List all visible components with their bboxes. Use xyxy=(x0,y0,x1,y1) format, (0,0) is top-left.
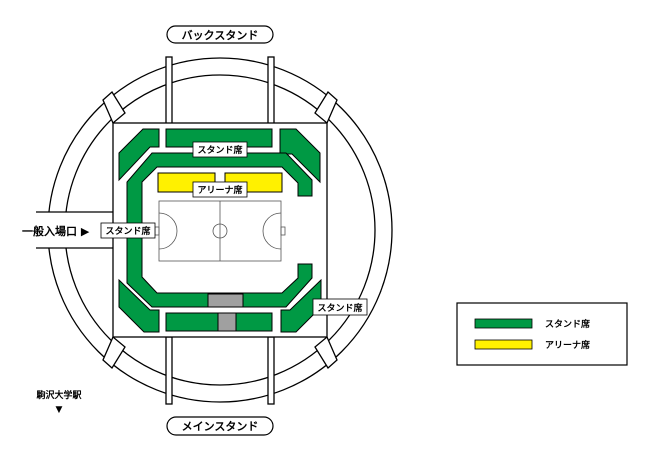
stand-top-left xyxy=(118,128,160,182)
stand-bottom-left xyxy=(118,278,160,333)
stand-left-label: スタンド席 xyxy=(105,225,150,237)
back-stand-title: バックスタンド xyxy=(166,25,274,44)
main-stand-title: メインスタンド xyxy=(166,416,274,436)
aisles xyxy=(207,293,244,332)
legend: スタンド席 アリーナ席 xyxy=(456,302,628,366)
stand-top-label: スタンド席 xyxy=(197,144,242,156)
stand-inner-ring xyxy=(126,152,313,308)
label-stand-right: スタンド席 xyxy=(312,298,368,316)
station-label: 駒沢大学駅 xyxy=(35,389,82,401)
label-arena: アリーナ席 xyxy=(192,181,248,198)
back-stand-label: バックスタンド xyxy=(182,29,259,42)
label-stand-left: スタンド席 xyxy=(100,222,156,239)
arena-label: アリーナ席 xyxy=(197,184,242,196)
legend-arena-swatch xyxy=(474,339,533,350)
legend-arena-label: アリーナ席 xyxy=(545,339,590,351)
main-stand-label: メインスタンド xyxy=(182,420,259,433)
label-stand-top: スタンド席 xyxy=(192,141,248,158)
legend-stand-swatch xyxy=(474,318,533,329)
stand-right-label: スタンド席 xyxy=(317,302,362,314)
legend-stand-label: スタンド席 xyxy=(545,318,590,330)
court xyxy=(154,200,286,262)
entrance-corridor xyxy=(30,211,114,249)
station-arrow-icon: ▼ xyxy=(56,405,63,415)
general-entrance-label: 一般入場口 ▶ xyxy=(22,224,90,238)
